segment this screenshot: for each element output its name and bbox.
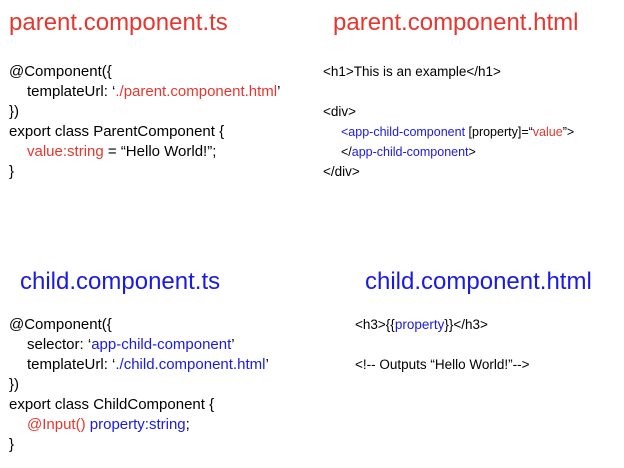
parent-ts-title: parent.component.ts (9, 9, 228, 36)
input-decorator: @Input() (27, 416, 86, 433)
template-url-value: ./parent.component.html (115, 83, 278, 100)
code-line: <h1>This is an example</h1> (323, 64, 501, 79)
bound-value: value (532, 125, 563, 139)
parent-ts-code: @Component({ templateUrl: ‘./parent.comp… (9, 62, 280, 182)
code-line: export class ParentComponent { (9, 123, 225, 140)
template-url-value: ./child.component.html (115, 356, 266, 373)
code-line: templateUrl: ‘./parent.component.html’ (27, 83, 281, 100)
code-line: @Input() property:string; (27, 416, 190, 433)
code-line: @Component({ (9, 316, 112, 333)
code-line: </app-child-component> (341, 145, 476, 159)
code-line: selector: ‘app-child-component’ (27, 336, 235, 353)
child-ts-title: child.component.ts (20, 268, 221, 295)
value-declaration: value:string (27, 143, 104, 160)
child-html-panel: child.component.html <h3>{{property}}</h… (312, 234, 624, 468)
blank-line (355, 335, 530, 355)
code-line: <app-child-component [property]=“value”> (341, 125, 575, 139)
code-line: export class ChildComponent { (9, 396, 215, 413)
code-line: <h3>{{property}}</h3> (355, 317, 488, 332)
code-line: <!-- Outputs “Hello World!”--> (355, 355, 530, 375)
code-line: }) (9, 103, 20, 120)
child-html-code: <h3>{{property}}</h3> <!-- Outputs “Hell… (355, 315, 530, 375)
parent-html-panel: parent.component.html <h1>This is an exa… (312, 0, 624, 234)
code-line: templateUrl: ‘./child.component.html’ (27, 356, 269, 373)
selector-value: app-child-component (91, 336, 232, 353)
code-line: }) (9, 376, 20, 393)
code-line: value:string = “Hello World!”; (27, 143, 217, 160)
output-comment: <!-- Outputs “Hello World!”--> (355, 357, 530, 372)
parent-html-title: parent.component.html (333, 9, 579, 36)
code-line: @Component({ (9, 63, 112, 80)
code-line: </div> (323, 164, 360, 179)
child-html-title: child.component.html (365, 268, 592, 295)
code-line: } (9, 436, 15, 453)
parent-ts-panel: parent.component.ts @Component({ templat… (0, 0, 312, 234)
child-ts-code: @Component({ selector: ‘app-child-compon… (9, 315, 269, 455)
code-line: <div> (323, 104, 357, 119)
child-selector-tag: <app-child-component (341, 125, 466, 139)
interpolated-property: property (394, 317, 445, 332)
property-declaration: property:string (85, 416, 186, 433)
child-closing-tag: app-child-component (351, 145, 469, 159)
blank-line (323, 82, 574, 102)
code-line: } (9, 163, 15, 180)
child-ts-panel: child.component.ts @Component({ selector… (0, 234, 312, 468)
parent-html-code: <h1>This is an example</h1> <div> <app-c… (323, 62, 574, 182)
